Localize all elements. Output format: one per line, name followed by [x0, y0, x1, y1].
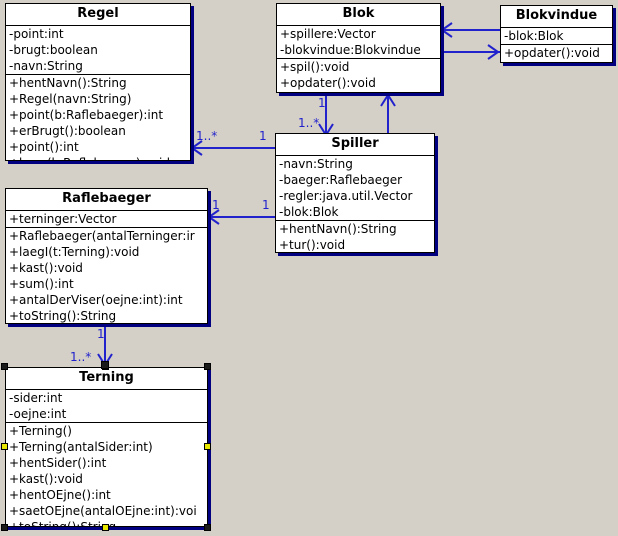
uml-class-blokvindue[interactable]: Blokvindue -blok:Blok +opdater():void [500, 5, 613, 63]
uml-operation: +tur():void [279, 238, 346, 252]
uml-class-raflebaeger-operations: +Raflebaeger(antalTerninger:ir +laegI(t:… [6, 228, 207, 323]
uml-class-regel[interactable]: Regel -point:int -brugt:boolean -navn:St… [5, 3, 191, 161]
uml-attribute: +terninger:Vector [9, 212, 117, 226]
resize-handle-bottom-right[interactable] [204, 524, 211, 531]
multiplicity-raflebaeger-terning-source: 1 [97, 327, 105, 341]
connector-spiller-to-raflebaeger [209, 216, 275, 218]
uml-operation: +point(b:Raflebaeger):int [9, 108, 164, 122]
uml-operation: +antalDerViser(oejne:int):int [9, 293, 183, 307]
uml-class-raflebaeger-attributes: +terninger:Vector [6, 211, 207, 228]
uml-class-blokvindue-attributes: -blok:Blok [501, 28, 612, 45]
uml-class-regel-operations: +hentNavn():String +Regel(navn:String) +… [6, 75, 190, 160]
uml-class-blok[interactable]: Blok +spillere:Vector -blokvindue:Blokvi… [276, 3, 441, 93]
uml-operation: +Raflebaeger(antalTerninger:ir [9, 229, 195, 243]
uml-operation: +opdater():void [504, 46, 600, 60]
uml-operation: +point():int [9, 140, 79, 154]
uml-attribute: -point:int [9, 27, 64, 41]
uml-operation: +spil():void [280, 60, 350, 74]
uml-operation: +hentOEjne():int [9, 488, 111, 502]
uml-attribute: -blok:Blok [504, 29, 564, 43]
uml-operation: +hentNavn():String [9, 76, 127, 90]
uml-operation: +toString():String [9, 520, 117, 527]
connector-blok-to-blokvindue [442, 51, 500, 53]
multiplicity-raflebaeger-spiller-source: 1 [212, 198, 220, 212]
resize-handle-middle-left[interactable] [1, 443, 8, 450]
uml-class-raflebaeger-title: Raflebaeger [6, 189, 207, 211]
connector-blokvindue-to-blok [442, 29, 500, 31]
uml-class-spiller-attributes: -navn:String -baeger:Raflebaeger -regler… [276, 156, 434, 221]
uml-attribute: -sider:int [9, 391, 63, 405]
uml-operation: +hentNavn():String [279, 222, 397, 236]
uml-operation: +kast():void [9, 472, 83, 486]
uml-operation: +Terning(antalSider:int) [9, 440, 153, 454]
uml-operation: +Terning() [9, 424, 72, 438]
uml-operation: +saetOEjne(antalOEjne:int):voi [9, 504, 197, 518]
resize-handle-bottom-left[interactable] [1, 524, 8, 531]
connector-spiller-to-regel [192, 147, 275, 149]
uml-operation: +kast():void [9, 261, 83, 275]
resize-handle-top-right[interactable] [204, 363, 211, 370]
multiplicity-regel-spiller-source: 1..* [196, 129, 218, 143]
uml-class-terning-attributes: -sider:int -oejne:int [6, 390, 207, 423]
multiplicity-blok-spiller-target: 1..* [298, 116, 320, 130]
uml-operation: +Regel(navn:String) [9, 92, 132, 106]
uml-class-terning[interactable]: Terning -sider:int -oejne:int +Terning()… [5, 367, 208, 527]
uml-class-terning-operations: +Terning() +Terning(antalSider:int) +hen… [6, 423, 207, 527]
resize-handle-bottom-center[interactable] [102, 524, 109, 531]
uml-operation: +erBrugt():boolean [9, 124, 126, 138]
uml-class-blok-operations: +spil():void +opdater():void [277, 59, 440, 91]
uml-attribute: -baeger:Raflebaeger [279, 173, 403, 187]
multiplicity-raflebaeger-terning-target: 1..* [70, 350, 92, 364]
uml-class-spiller-operations: +hentNavn():String +tur():void [276, 221, 434, 252]
uml-class-regel-title: Regel [6, 4, 190, 26]
uml-class-regel-attributes: -point:int -brugt:boolean -navn:String [6, 26, 190, 75]
uml-attribute: -regler:java.util.Vector [279, 189, 413, 203]
uml-operation: +hentSider():int [9, 456, 107, 470]
resize-handle-top-left[interactable] [1, 363, 8, 370]
multiplicity-raflebaeger-spiller-target: 1 [262, 198, 270, 212]
uml-operation: +brug(b:Raflebaeger):void [6, 155, 190, 160]
uml-class-raflebaeger[interactable]: Raflebaeger +terninger:Vector +Raflebaeg… [5, 188, 208, 324]
uml-attribute: +spillere:Vector [280, 27, 376, 41]
uml-operation: +opdater():void [280, 76, 376, 90]
connector-raflebaeger-to-terning [104, 324, 106, 366]
uml-operation: +toString():String [9, 309, 117, 323]
uml-attribute: -blokvindue:Blokvindue [280, 43, 421, 57]
uml-operation: +sum():int [9, 277, 74, 291]
connector-blok-to-spiller [325, 94, 327, 136]
uml-attribute: -navn:String [9, 59, 83, 73]
connector-spiller-to-blok [387, 94, 389, 136]
uml-class-blok-attributes: +spillere:Vector -blokvindue:Blokvindue [277, 26, 440, 59]
uml-class-blok-title: Blok [277, 4, 440, 26]
uml-class-spiller[interactable]: Spiller -navn:String -baeger:Raflebaeger… [275, 133, 435, 253]
multiplicity-regel-spiller-target: 1 [259, 129, 267, 143]
resize-handle-middle-right[interactable] [204, 443, 211, 450]
uml-attribute: -brugt:boolean [9, 43, 98, 57]
uml-class-spiller-title: Spiller [276, 134, 434, 156]
uml-operation: +laegI(t:Terning):void [9, 245, 140, 259]
uml-class-blokvindue-title: Blokvindue [501, 6, 612, 28]
uml-attribute: -navn:String [279, 157, 353, 171]
uml-attribute: -blok:Blok [279, 205, 339, 219]
uml-class-terning-title: Terning [6, 368, 207, 390]
connector-endpoint-handle[interactable] [101, 361, 109, 369]
uml-attribute: -oejne:int [9, 407, 67, 421]
multiplicity-blok-spiller-source: 1 [318, 96, 326, 110]
uml-class-blokvindue-operations: +opdater():void [501, 45, 612, 61]
